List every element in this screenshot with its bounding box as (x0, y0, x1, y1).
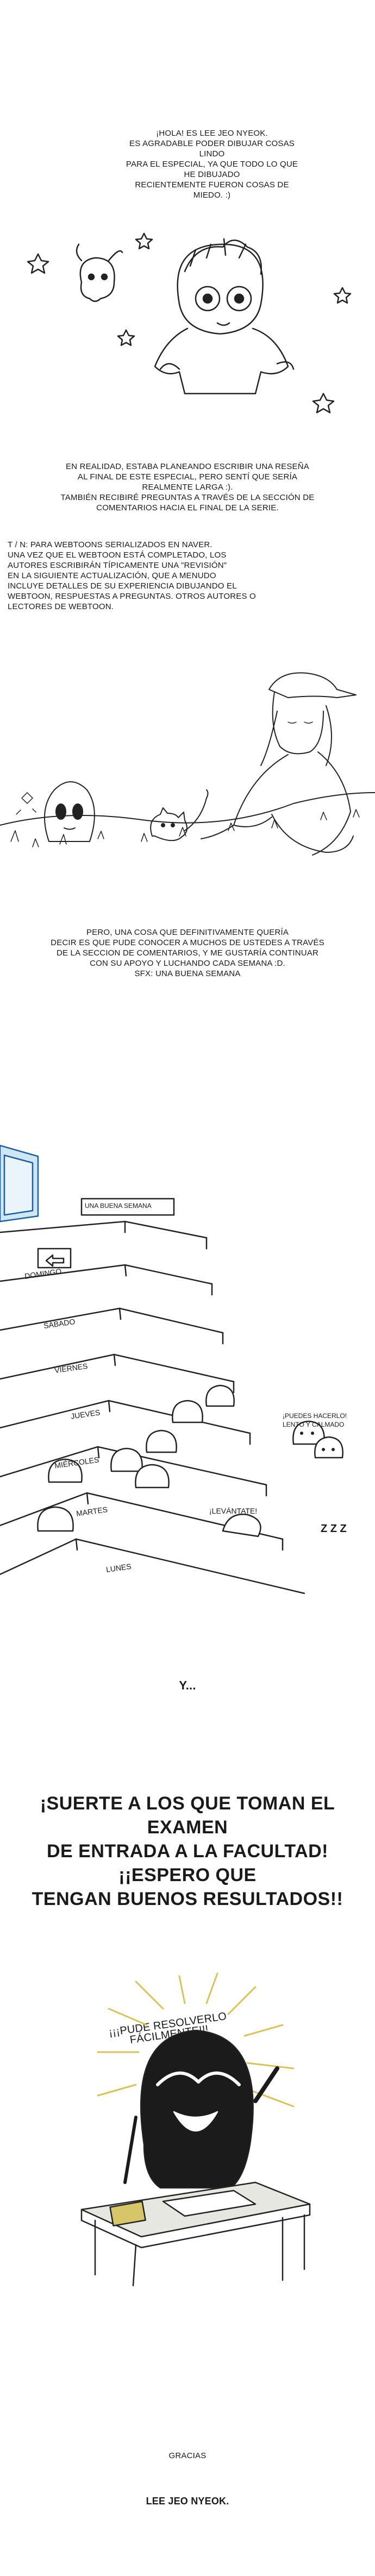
author-signature: Lee Jeo Nyeok. (146, 2496, 229, 2507)
translator-note: T / N: Para webtoons serializados en Nav… (8, 540, 258, 612)
note-line: T / N: Para webtoons serializados en Nav… (8, 540, 212, 549)
encourage-line: Lento y calmado (283, 1421, 345, 1428)
sleep-sfx: z z z (321, 1523, 347, 1535)
and-text: Y... (179, 1679, 196, 1692)
note-line: Una vez que el webtoon está completado, … (8, 550, 227, 560)
exam-ghost-illustration (80, 1972, 311, 2287)
comments-line: de la seccion de comentarios, y me gusta… (56, 948, 319, 958)
review-line: realmente larga :). (142, 483, 233, 492)
review-text: En realidad, estaba planeando escribir u… (60, 461, 315, 513)
encourage-line: ¡Puedes hacerlo! (283, 1412, 347, 1420)
intro-text: ¡Hola! Es Lee Jeo Nyeok. Es agradable po… (120, 128, 304, 200)
note-line: webtoon, respuestas a preguntas. Otros a… (8, 592, 256, 601)
author-chibi-illustration (27, 232, 352, 414)
luck-line: de entrada a la facultad! ¡¡Espero que (46, 1841, 329, 1885)
intro-line: ¡Hola! Es Lee Jeo Nyeok. (156, 129, 268, 138)
sfx-line: SFX: Una buena semana (134, 969, 241, 978)
review-line: al final de este especial, pero sentí qu… (77, 472, 298, 482)
note-line: lectores de webtoon. (8, 602, 114, 611)
meadow-illustration (0, 672, 375, 856)
week-stairs-illustration (0, 1144, 343, 1594)
thanks-comments-text: Pero, una cosa que definitivamente querí… (43, 927, 332, 979)
thanks-text: Gracias (168, 2451, 207, 2460)
luck-line: ¡Suerte a los que toman el examen (40, 1793, 335, 1838)
intro-line: recientemente fueron cosas de miedo. :) (135, 180, 289, 200)
comments-line: decir es que pude conocer a muchos de us… (51, 938, 324, 947)
luck-line: tengan buenos resultados!! (32, 1889, 343, 1909)
review-line: En realidad, estaba planeando escribir u… (66, 462, 309, 471)
note-line: incluye detalles de su experiencia dibuj… (8, 581, 237, 591)
intro-line: Es agradable poder dibujar cosas lindo (129, 139, 295, 159)
review-line: comentarios hacia el final de la serie. (96, 503, 279, 512)
encourage-bubble: ¡Puedes hacerlo! Lento y calmado (283, 1412, 364, 1429)
note-line: autores escribirán típicamente una "revi… (8, 561, 227, 570)
comments-line: Pero, una cosa que definitivamente querí… (86, 928, 289, 937)
exam-luck-heading: ¡Suerte a los que toman el examen de ent… (11, 1792, 364, 1911)
comments-line: con su apoyo y luchando cada semana :D. (90, 959, 285, 968)
note-line: en la siguiente actualización, que a men… (8, 571, 216, 580)
intro-line: para el especial, ya que todo lo que he … (126, 160, 298, 179)
review-line: También recibiré preguntas a través de l… (60, 493, 315, 502)
sign-label: Una buena semana (85, 1202, 152, 1210)
get-up-bubble: ¡Levántate! (209, 1507, 258, 1515)
